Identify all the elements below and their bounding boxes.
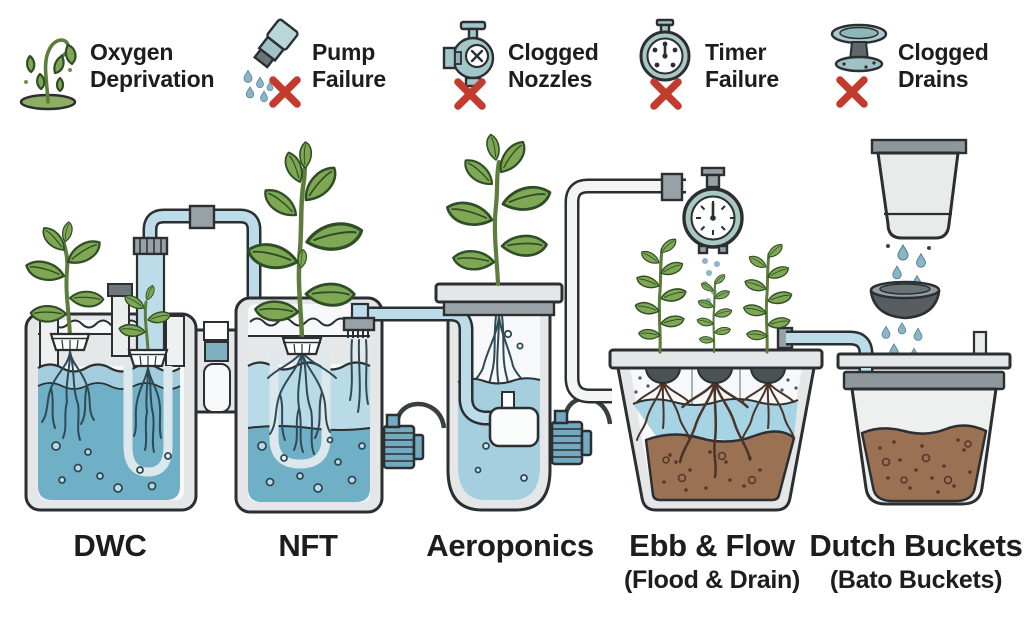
dutch-lid — [836, 352, 1012, 370]
ebb-flow-media — [644, 430, 796, 502]
timer-icon — [682, 166, 744, 255]
dwc-system — [24, 204, 262, 512]
ebb-flow-roots — [636, 380, 795, 479]
spray-nozzle-icon — [243, 18, 301, 108]
red-x-icon — [836, 76, 868, 108]
system-label-ebb-flow: Ebb & Flow (Flood & Drain) — [624, 528, 800, 595]
failure-label: Oxygen Deprivation — [90, 39, 215, 92]
system-label-dwc: DWC — [73, 528, 146, 564]
system-label-text: Ebb & Flow — [629, 528, 795, 563]
failure-item-clogged-drains: Clogged Drains — [826, 18, 989, 114]
dutch-media-speckles — [878, 438, 972, 494]
failure-label: Pump Failure — [312, 39, 387, 92]
dutch-bucket — [850, 387, 998, 506]
red-x-icon — [650, 78, 682, 110]
system-label-text: DWC — [73, 528, 147, 563]
nft-system — [234, 140, 447, 514]
dwc-roots-1 — [41, 351, 95, 441]
failure-label: Clogged Nozzles — [508, 39, 599, 92]
ebb-flow-lid — [608, 348, 824, 370]
dwc-plant-2 — [118, 284, 172, 368]
nft-plant — [246, 140, 364, 356]
failure-item-clogged-nozzles: Clogged Nozzles — [436, 18, 599, 114]
dutch-drips-upper — [886, 244, 931, 303]
dwc-bubbles — [51, 441, 172, 493]
aeroponics-mister — [488, 391, 540, 448]
aeroponics-system — [342, 132, 613, 512]
system-label-nft: NFT — [278, 528, 338, 564]
nft-pump — [382, 401, 447, 470]
dutch-buckets-system — [836, 138, 1012, 506]
dutch-drain-bowl — [869, 280, 941, 320]
red-x-icon — [454, 78, 486, 110]
aeroponics-lid — [434, 282, 564, 304]
dwc-plant-1 — [25, 220, 106, 352]
dwc-roots-2 — [133, 367, 162, 453]
system-label-aeroponics: Aeroponics — [426, 528, 594, 564]
red-x-icon — [269, 76, 301, 108]
aeroponics-pump — [550, 396, 613, 466]
system-sublabel-text: (Flood & Drain) — [623, 566, 801, 594]
system-label-text: NFT — [278, 528, 338, 563]
pump-valve-icon — [442, 20, 495, 110]
aeroponics-plant — [445, 132, 552, 287]
ebb-flow-system — [608, 238, 874, 512]
system-sublabel-text: (Bato Buckets) — [829, 566, 1003, 594]
failure-item-oxygen-deprivation: Oxygen Deprivation — [18, 18, 215, 114]
failure-item-pump-failure: Pump Failure — [240, 18, 386, 114]
ebb-flow-plant-2 — [697, 274, 732, 352]
nft-bubbles — [257, 436, 366, 493]
failure-label: Clogged Drains — [898, 39, 989, 92]
stopwatch-icon — [639, 18, 691, 110]
system-label-text: Aeroponics — [426, 528, 594, 563]
system-label-text: Dutch Buckets — [809, 528, 1023, 563]
dwc-nft-connector — [194, 321, 240, 414]
system-label-dutch-buckets: Dutch Buckets (Bato Buckets) — [809, 528, 1022, 595]
failure-item-timer-failure: Timer Failure — [633, 18, 779, 114]
pipe-fitting — [188, 204, 216, 230]
dutch-bucket-rim — [842, 370, 1006, 391]
drain-icon — [830, 23, 888, 108]
pipe-fitting — [660, 172, 684, 202]
ebb-flow-plant-1 — [635, 238, 686, 352]
wilted-plant-icon — [19, 38, 77, 111]
dutch-overflow-stub — [972, 330, 988, 358]
dutch-top-bucket — [870, 138, 968, 240]
nft-sprayer — [342, 302, 376, 413]
timer-assembly — [564, 166, 744, 404]
failure-label: Timer Failure — [705, 39, 780, 92]
